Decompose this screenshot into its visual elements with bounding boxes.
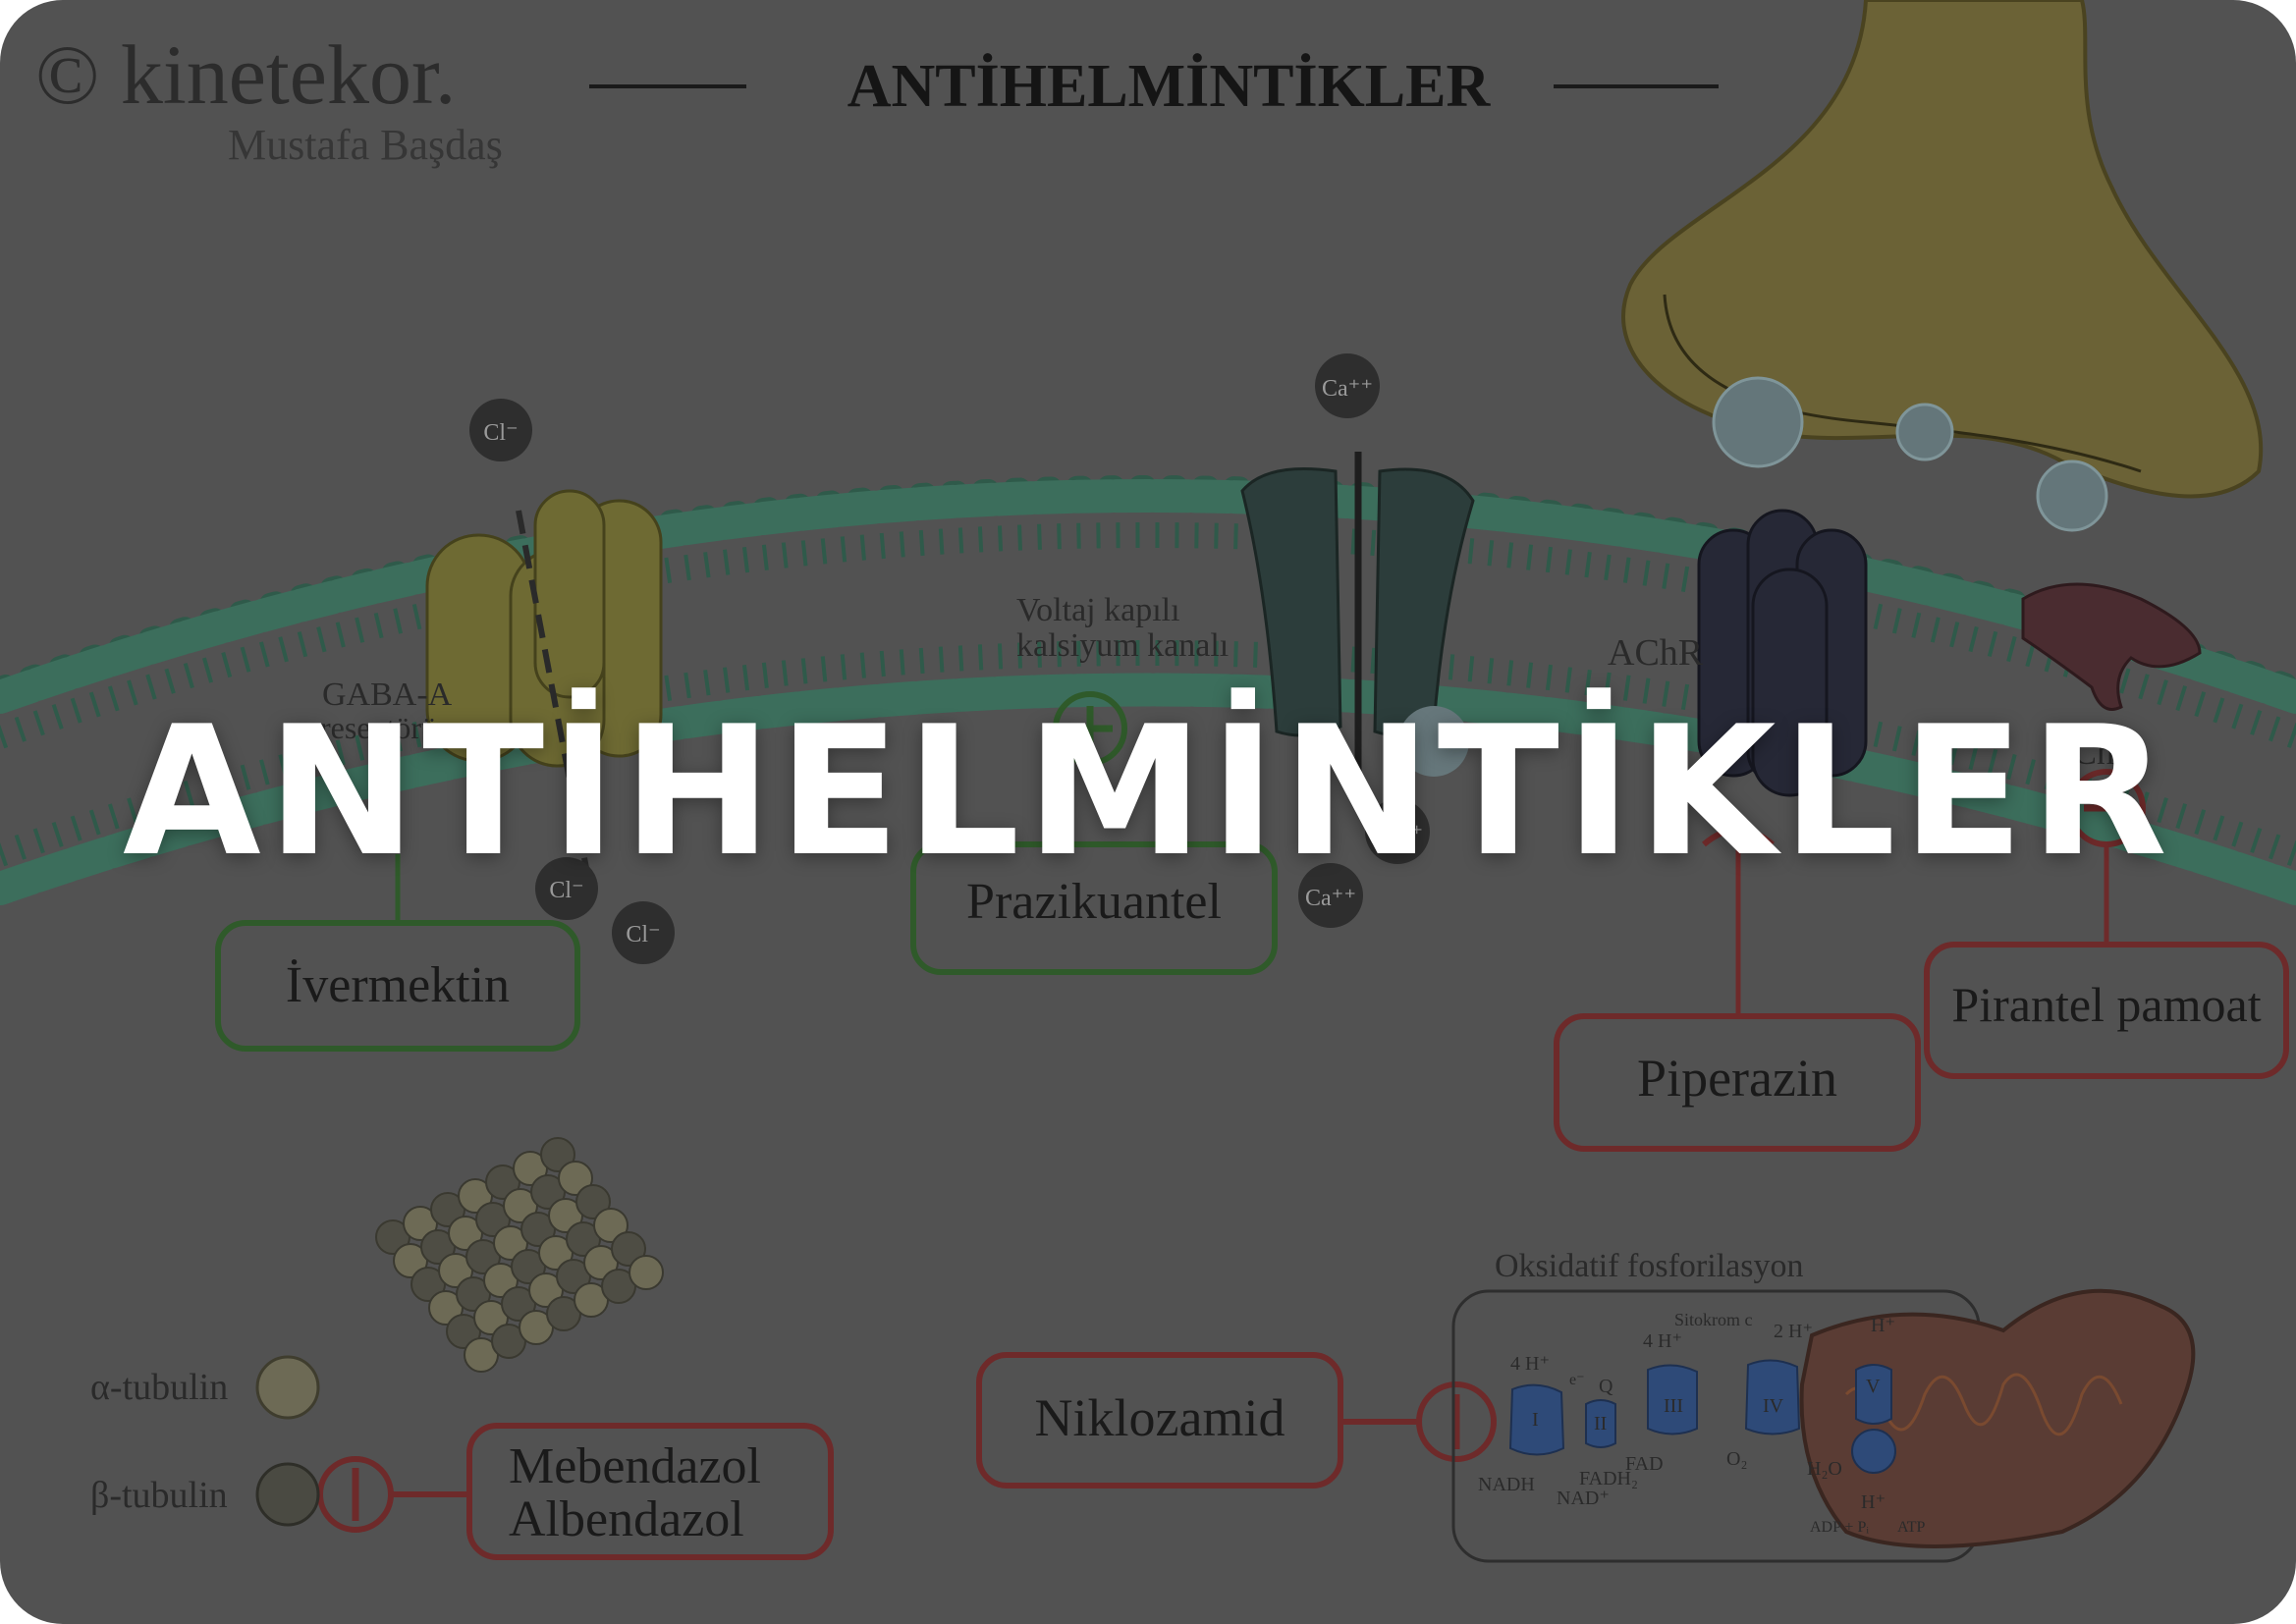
oxphos-h2: 2 H⁺ xyxy=(1774,1321,1813,1342)
alpha-tubulin-label: α-tubulin xyxy=(90,1367,228,1408)
beta-tubulin-dot xyxy=(255,1462,320,1527)
drug-box-piperazin: Piperazin xyxy=(1554,1013,1921,1152)
calcium-channel-gate xyxy=(1398,706,1469,777)
vesicles xyxy=(1712,376,2108,532)
svg-text:Ca⁺⁺: Ca⁺⁺ xyxy=(1305,886,1356,911)
connector-achr xyxy=(1702,827,1775,847)
oxphos-e: e⁻ xyxy=(1569,1372,1585,1388)
tubulin-sphere xyxy=(629,1255,664,1290)
inhibit-icon-mebendazol xyxy=(317,1456,469,1533)
beta-tubulin-label: β-tubulin xyxy=(90,1475,228,1516)
ion-cl-2: Cl⁻ xyxy=(612,901,675,964)
tubulin-sphere xyxy=(558,1161,593,1196)
svg-text:Cl⁻: Cl⁻ xyxy=(626,922,660,947)
drug-box-ivermektin: İvermektin xyxy=(215,920,580,1052)
oxphos-title: Oksidatif fosforilasyon xyxy=(1495,1248,1803,1284)
oxphos-nadh: NADH xyxy=(1478,1474,1535,1495)
svg-text:Cl⁻: Cl⁻ xyxy=(483,420,518,446)
ion-ca-top: Ca⁺⁺ xyxy=(1315,353,1380,418)
tubulin-sphere xyxy=(593,1208,629,1243)
brand-author: Mustafa Başdaş xyxy=(228,121,503,169)
svg-text:Ca⁺⁺: Ca⁺⁺ xyxy=(1372,822,1423,847)
voltaj-label-line2: kalsiyum kanalı xyxy=(1016,627,1229,664)
drug-box-niklozamid: Niklozamid xyxy=(976,1352,1343,1489)
oxphos-fad: FAD xyxy=(1625,1453,1664,1475)
chloride-path xyxy=(516,510,592,885)
oxphos-hplus-top: H⁺ xyxy=(1871,1315,1895,1336)
svg-text:Mebendazol: Mebendazol xyxy=(509,1438,761,1494)
alpha-tubulin-dot xyxy=(255,1355,320,1420)
gaba-label-line1: GABA-A xyxy=(322,677,453,713)
inhibit-icon-niklozamid xyxy=(1340,1381,1497,1462)
oxphos-complex-5: V xyxy=(1866,1376,1881,1397)
oxphos-hplus-bottom: H⁺ xyxy=(1861,1491,1886,1513)
gaba-a-receptor xyxy=(425,489,663,768)
oxphos-complex-1: I xyxy=(1532,1409,1539,1431)
header-title: ANTİHELMİNTİKLER xyxy=(847,53,1492,120)
oxphos-adp: ADP + Pᵢ xyxy=(1810,1519,1869,1536)
brand-logo: © kinetekor. xyxy=(35,27,456,122)
ache-label: AChE xyxy=(2048,732,2136,772)
ache-enzyme xyxy=(2021,582,2202,711)
oxphos-nad: NAD⁺ xyxy=(1557,1488,1610,1509)
overlay-title: ANTİHELMİNTİKLER xyxy=(122,687,2174,895)
svg-text:Ca⁺⁺: Ca⁺⁺ xyxy=(1322,376,1373,402)
ion-cl-top: Cl⁻ xyxy=(469,399,532,461)
oxphos-h4a: 4 H⁺ xyxy=(1510,1353,1550,1375)
achr-receptor xyxy=(1697,509,1868,797)
oxphos-complex-2: II xyxy=(1594,1413,1607,1435)
tubulin-sphere xyxy=(611,1231,646,1267)
oxphos-h2o: H₂O xyxy=(1807,1458,1842,1480)
svg-text:Pirantel pamoat: Pirantel pamoat xyxy=(1951,977,2261,1032)
mitochondrion-cristae xyxy=(1844,1373,2123,1436)
mitochondrion xyxy=(1799,1288,2196,1548)
oxphos-o2: O₂ xyxy=(1726,1448,1747,1470)
oxphos-fadh2: FADH₂ xyxy=(1579,1468,1638,1489)
drug-box-mebendazol: Mebendazol Albendazol xyxy=(466,1423,834,1560)
svg-text:Albendazol: Albendazol xyxy=(509,1491,744,1547)
ion-ca-2: Ca⁺⁺ xyxy=(1365,799,1430,864)
oxphos-complexes xyxy=(1508,1359,1896,1474)
inhibit-icon-ache xyxy=(2067,769,2146,847)
ion-ca-1: Ca⁺⁺ xyxy=(1298,863,1363,928)
tubulin-sphere xyxy=(540,1137,575,1172)
nerve-terminal xyxy=(1621,0,2264,499)
achr-label: AChR xyxy=(1608,632,1704,674)
oxphos-h4b: 4 H⁺ xyxy=(1643,1330,1682,1352)
ion-cl-1: Cl⁻ xyxy=(535,857,598,920)
oxphos-q: Q xyxy=(1599,1376,1613,1397)
drug-box-pirantel: Pirantel pamoat xyxy=(1924,942,2289,1079)
voltaj-label-line1: Voltaj kapılı xyxy=(1016,592,1180,628)
calcium-channel xyxy=(1240,467,1475,737)
svg-text:Niklozamid: Niklozamid xyxy=(1035,1388,1285,1447)
tubulin-sphere xyxy=(575,1184,611,1219)
microtubule xyxy=(375,1137,664,1373)
oxphos-atp: ATP xyxy=(1897,1519,1926,1536)
svg-text:İvermektin: İvermektin xyxy=(286,957,510,1013)
oxphos-sitokrom: Sitokrom c xyxy=(1674,1310,1753,1329)
lipid-bilayer xyxy=(0,475,2296,905)
plus-icon-prazikuantel xyxy=(1053,691,1127,766)
nerve-terminal-inner xyxy=(1663,294,2142,473)
drug-box-prazikuantel: Prazikuantel xyxy=(910,841,1278,975)
svg-text:Piperazin: Piperazin xyxy=(1637,1049,1837,1108)
oxphos-complex-4: IV xyxy=(1763,1395,1784,1417)
svg-text:Prazikuantel: Prazikuantel xyxy=(966,874,1222,930)
svg-text:Cl⁻: Cl⁻ xyxy=(549,878,583,903)
gaba-label-line2: reseptörü xyxy=(320,710,437,745)
oxphos-complex-3: III xyxy=(1664,1395,1683,1417)
